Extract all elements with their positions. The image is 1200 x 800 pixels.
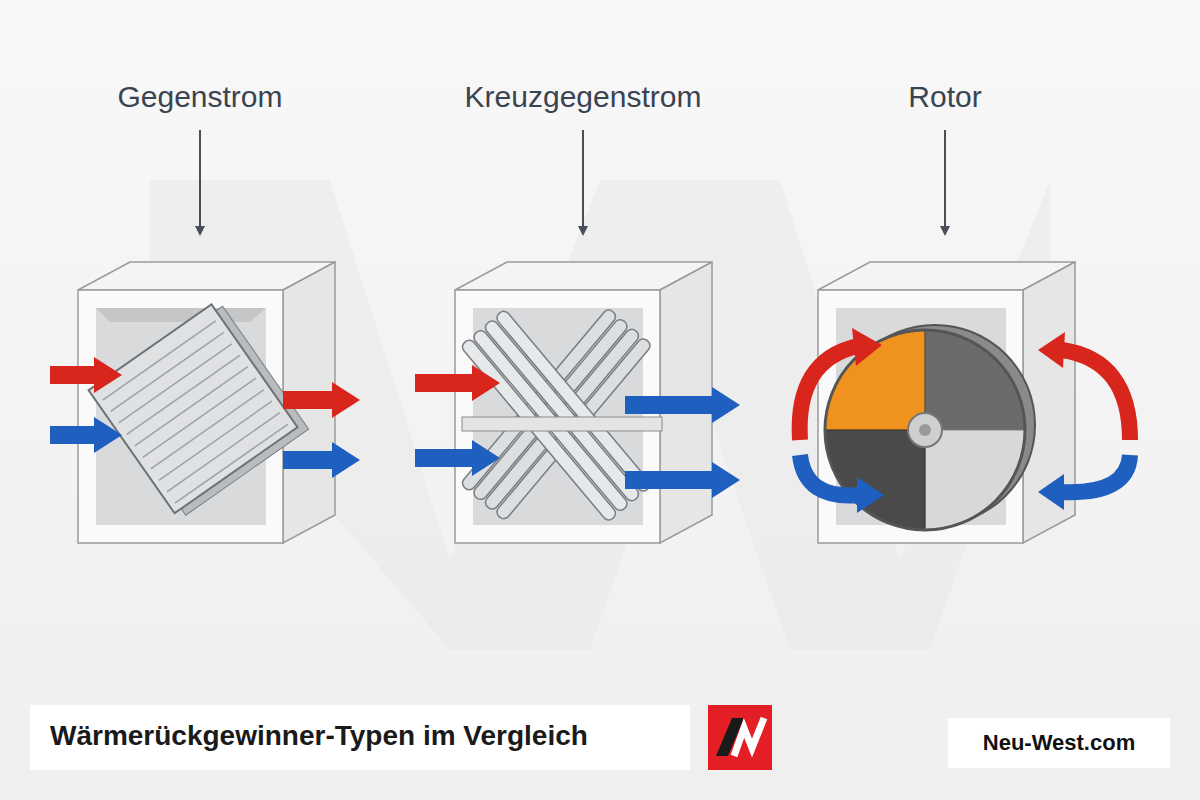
pointer-head — [195, 226, 205, 236]
cold-arrow-head — [857, 477, 884, 513]
counterflow-box — [50, 262, 360, 543]
tube-bundle — [460, 309, 652, 522]
pointer-head — [940, 226, 950, 236]
website-label: Neu-West.com — [948, 718, 1170, 768]
logo-mark — [734, 718, 764, 756]
brand-logo — [708, 705, 772, 770]
pointer-head — [578, 226, 588, 236]
cold-curved-arrow — [800, 455, 860, 496]
warm-arrow-head — [852, 328, 882, 366]
plate-stack — [89, 300, 309, 520]
tube-bundle — [460, 308, 652, 521]
type-heading-holder: Kreuzgegenstrom — [465, 80, 702, 114]
cold-arrow-head — [1038, 474, 1064, 510]
wheel-hub — [908, 413, 942, 447]
warm-arrow — [415, 365, 500, 401]
pointer-line — [199, 130, 201, 228]
warm-curved-arrow — [800, 346, 858, 440]
type-heading: Rotor — [908, 80, 981, 114]
warm-arrow-head — [1038, 332, 1065, 368]
rotor-box — [800, 262, 1130, 543]
cold-arrow — [50, 417, 122, 453]
logo-square — [708, 705, 772, 770]
type-heading: Gegenstrom — [117, 80, 282, 114]
box-inner-shade — [96, 308, 266, 322]
divider-bar — [462, 417, 662, 431]
website-label-holder: Neu-West.com — [948, 718, 1170, 768]
warm-arrow — [283, 382, 360, 418]
cold-arrow — [415, 440, 500, 476]
cold-arrow — [625, 387, 740, 423]
cold-curved-arrow — [1062, 455, 1130, 492]
plate-front — [89, 304, 298, 513]
plate-lines — [103, 321, 288, 503]
pointer-line — [944, 130, 946, 228]
warm-arrow — [50, 357, 122, 393]
pointer-line — [582, 130, 584, 228]
title-band-holder: Wärmerückgewinner-Typen im Vergleich — [30, 705, 690, 770]
cold-arrow — [625, 462, 740, 498]
pointer-arrows — [195, 130, 950, 236]
type-heading: Kreuzgegenstrom — [465, 80, 702, 114]
cross-counterflow-box — [415, 262, 740, 543]
cold-arrow — [283, 442, 360, 478]
type-heading-holder: Gegenstrom — [117, 80, 282, 114]
title-band: Wärmerückgewinner-Typen im Vergleich — [30, 705, 690, 770]
warm-curved-arrow — [1062, 350, 1130, 440]
type-heading-holder: Rotor — [908, 80, 981, 114]
wheel-axle — [919, 424, 931, 436]
